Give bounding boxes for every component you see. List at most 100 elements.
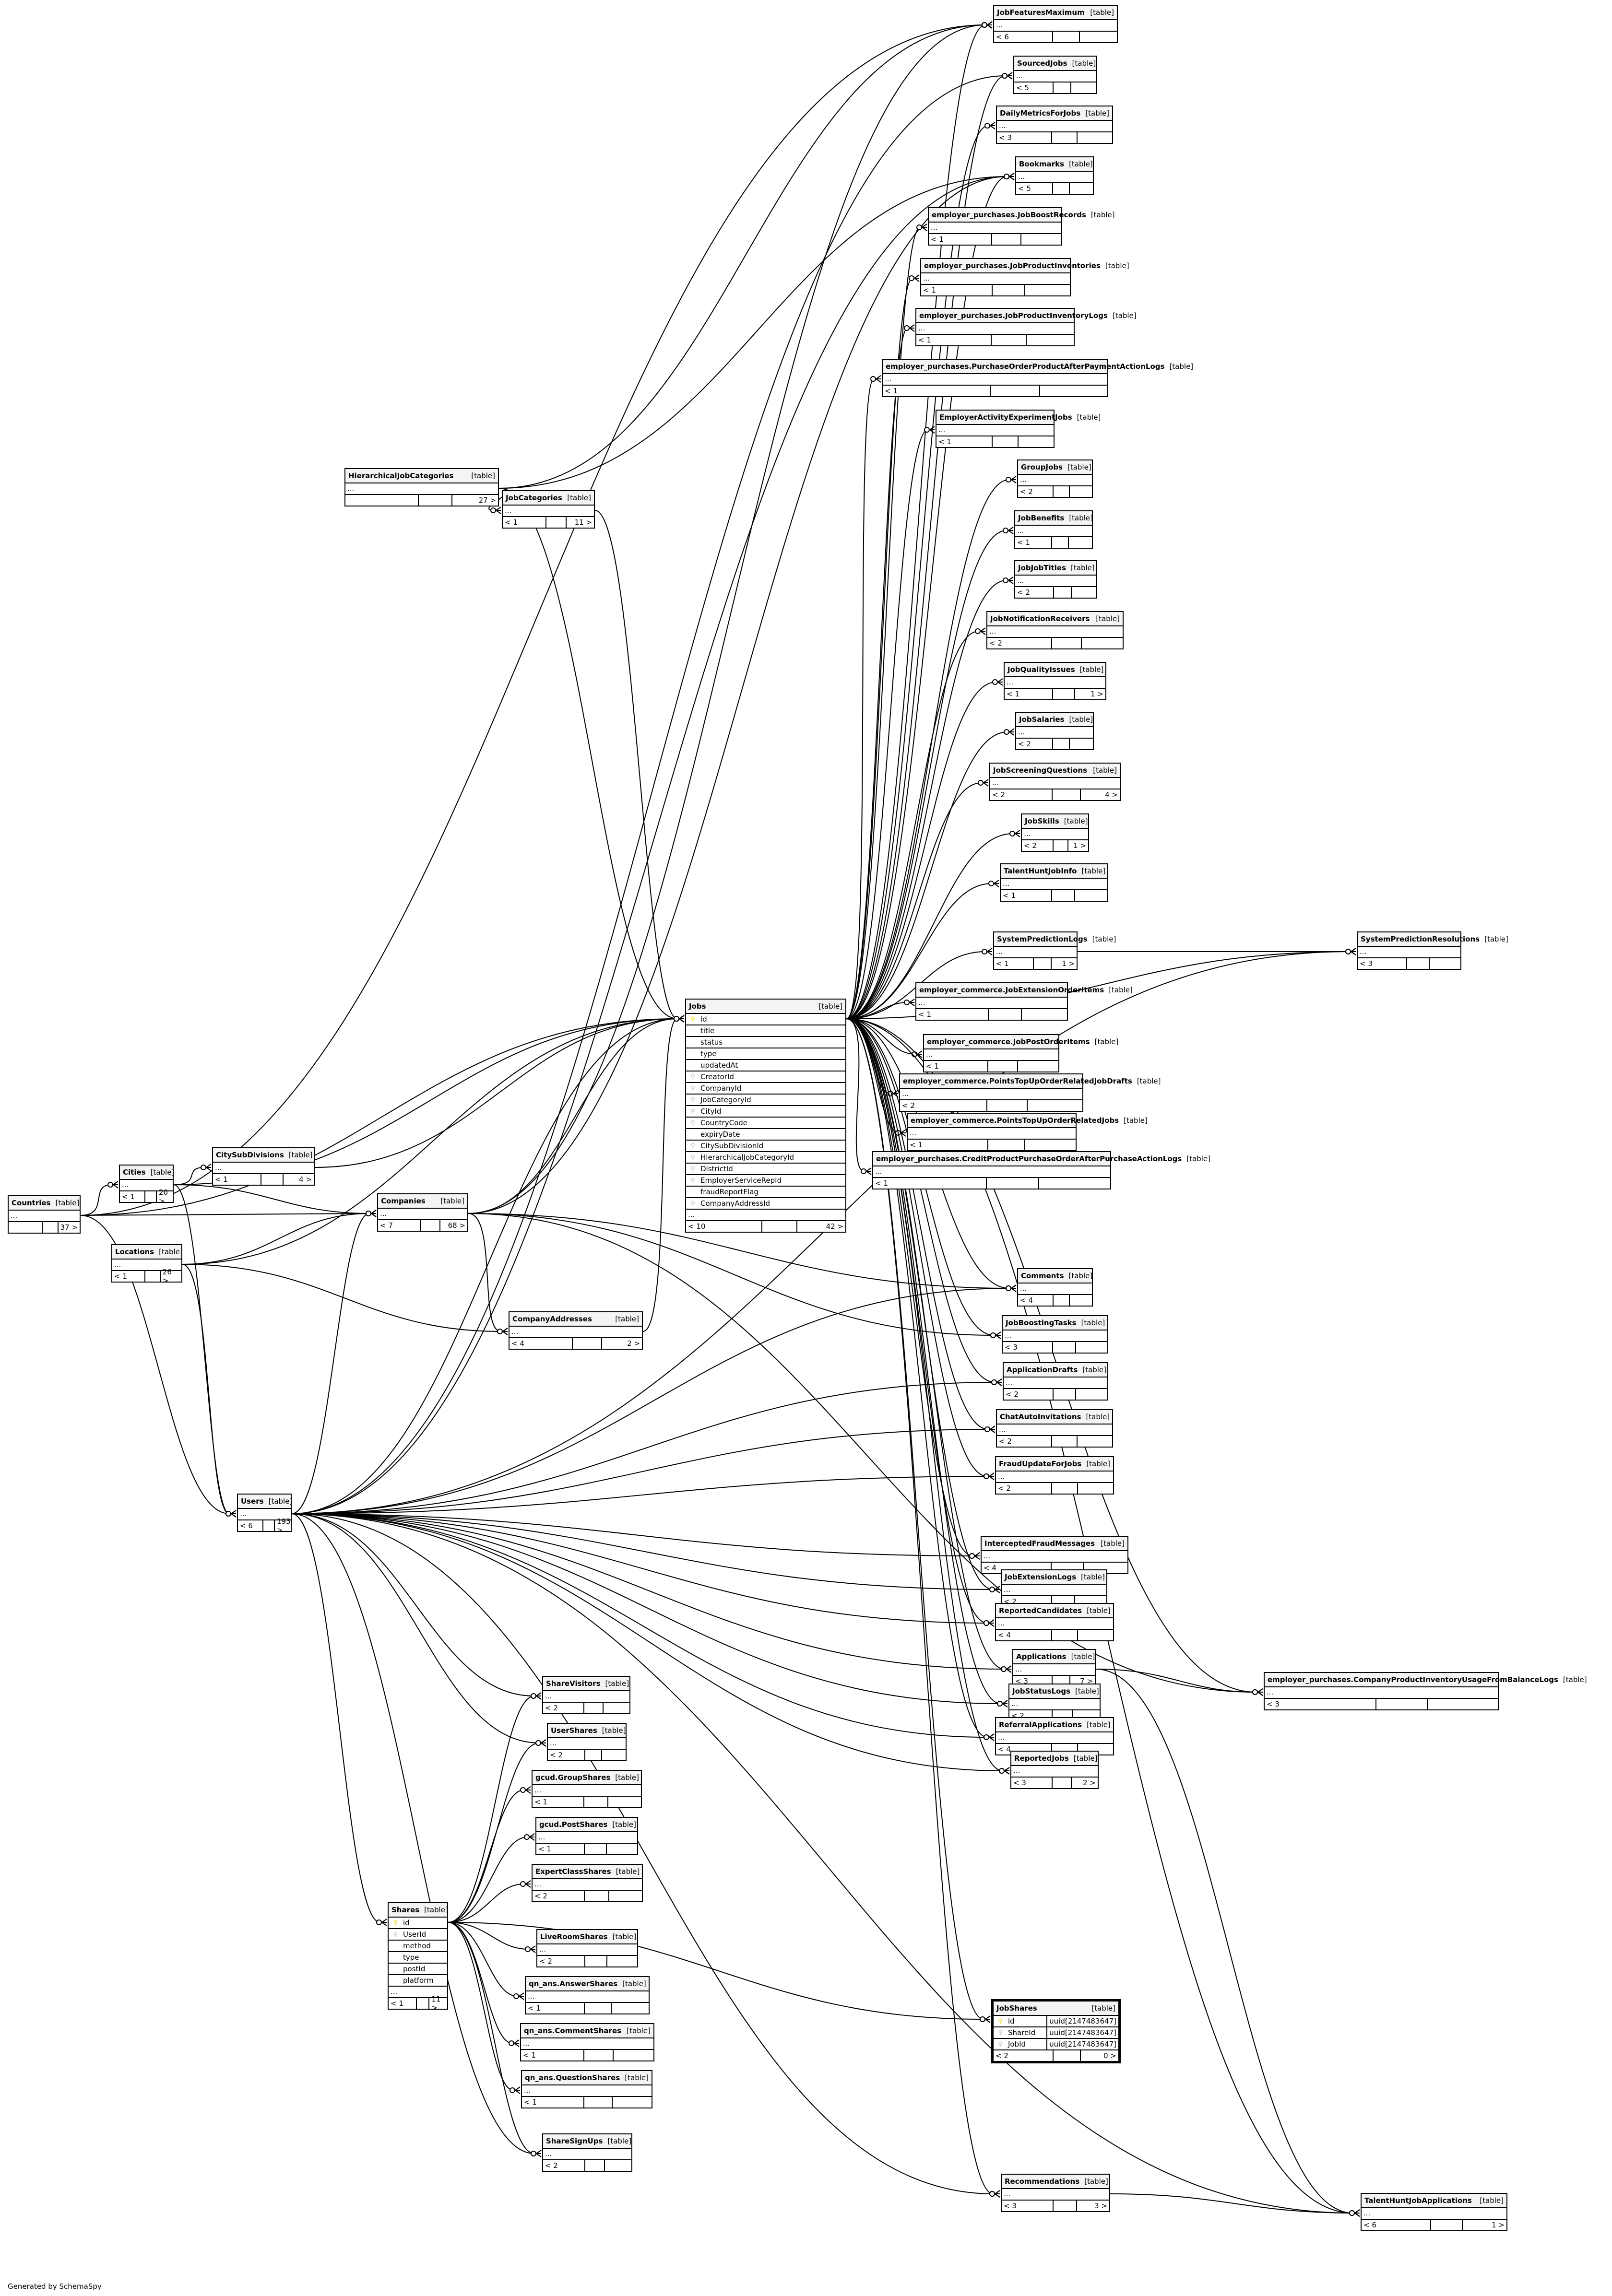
child-count-link[interactable]: 1 > bbox=[1090, 690, 1103, 698]
table-comments[interactable]: Comments[table]...< 4 bbox=[1017, 1268, 1093, 1307]
parent-count-link[interactable]: < 4 bbox=[996, 1744, 1053, 1754]
child-count-link[interactable] bbox=[1025, 1140, 1076, 1150]
parent-count-link[interactable]: < 5 bbox=[1016, 183, 1053, 194]
parent-count-link[interactable]: < 1 bbox=[921, 285, 993, 295]
parent-count-link[interactable]: < 3 bbox=[1011, 1778, 1053, 1788]
parent-count-link[interactable]: < 1 bbox=[522, 2097, 584, 2108]
child-count-link[interactable] bbox=[607, 1844, 637, 1854]
child-count-link[interactable] bbox=[1078, 1630, 1113, 1640]
table-chat-auto-invitations[interactable]: ChatAutoInvitations[table]...< 2 bbox=[996, 1409, 1113, 1448]
child-count-link[interactable]: 1 > bbox=[1062, 959, 1075, 968]
child-count-link[interactable] bbox=[1076, 1389, 1107, 1400]
parent-count-link[interactable]: < 3 bbox=[1013, 1676, 1053, 1686]
child-count-link[interactable] bbox=[604, 1703, 629, 1713]
child-count-link[interactable] bbox=[1069, 537, 1092, 548]
parent-count-link[interactable]: < 1 bbox=[213, 1174, 261, 1185]
parent-count-link[interactable]: < 1 bbox=[1005, 689, 1053, 699]
parent-count-link[interactable]: < 2 bbox=[990, 789, 1053, 800]
child-count-link[interactable] bbox=[609, 1891, 642, 1901]
parent-count-link[interactable]: < 1 bbox=[1015, 537, 1052, 548]
column-row[interactable]: ⚲UserId bbox=[389, 1929, 447, 1941]
table-intercepted-fraud-messages[interactable]: InterceptedFraudMessages[table]...< 4 bbox=[981, 1536, 1128, 1574]
table-reported-candidates[interactable]: ReportedCandidates[table]...< 4 bbox=[995, 1603, 1114, 1641]
child-count-link[interactable] bbox=[1025, 285, 1070, 295]
parent-count-link[interactable]: < 3 bbox=[997, 132, 1053, 143]
parent-count-link[interactable]: < 1 bbox=[526, 2003, 585, 2013]
column-row[interactable]: postId bbox=[389, 1964, 447, 1975]
table-job-status-logs[interactable]: JobStatusLogs[table]...< 2 bbox=[1008, 1684, 1101, 1722]
child-count-link[interactable] bbox=[1070, 1295, 1092, 1306]
table-comment-shares[interactable]: qn_ans.CommentShares[table]...< 1 bbox=[520, 2023, 654, 2061]
table-hierarchical-job-categories[interactable]: HierarchicalJobCategories[table]...27 > bbox=[344, 468, 499, 506]
child-count-link[interactable] bbox=[1018, 1061, 1058, 1071]
child-count-link[interactable]: 20 > bbox=[158, 1188, 168, 1205]
parent-count-link[interactable]: < 1 bbox=[908, 1140, 988, 1150]
parent-count-link[interactable]: < 2 bbox=[996, 1483, 1053, 1494]
column-row[interactable]: type bbox=[686, 1048, 845, 1060]
parent-count-link[interactable]: < 2 bbox=[537, 1956, 585, 1966]
parent-count-link[interactable]: < 1 bbox=[1001, 890, 1052, 901]
child-count-link[interactable] bbox=[1021, 234, 1061, 245]
table-referral-applications[interactable]: ReferralApplications[table]...< 4 bbox=[995, 1717, 1114, 1755]
child-count-link[interactable]: 42 > bbox=[826, 1222, 843, 1231]
table-job-extension-logs[interactable]: JobExtensionLogs[table]...< 2 bbox=[1001, 1569, 1107, 1608]
child-count-link[interactable] bbox=[1430, 958, 1460, 969]
parent-count-link[interactable] bbox=[345, 495, 419, 506]
table-daily-metrics-for-jobs[interactable]: DailyMetricsForJobs[table]...< 3 bbox=[996, 106, 1113, 144]
table-job-benefits[interactable]: JobBenefits[table]...< 1 bbox=[1014, 510, 1093, 549]
column-row[interactable]: ⚲id bbox=[389, 1918, 447, 1929]
parent-count-link[interactable]: < 4 bbox=[996, 1630, 1053, 1640]
table-application-drafts[interactable]: ApplicationDrafts[table]...< 2 bbox=[1003, 1362, 1108, 1401]
parent-count-link[interactable]: < 7 bbox=[378, 1220, 421, 1231]
column-row[interactable]: ⚲CityId bbox=[686, 1106, 845, 1118]
parent-count-link[interactable]: < 1 bbox=[873, 1178, 987, 1189]
child-count-link[interactable]: 1 > bbox=[1073, 841, 1086, 850]
parent-count-link[interactable]: < 1 bbox=[916, 1009, 989, 1020]
child-count-link[interactable] bbox=[1027, 335, 1074, 345]
table-question-shares[interactable]: qn_ans.QuestionShares[table]...< 1 bbox=[521, 2070, 652, 2108]
column-row[interactable]: ⚲HierarchicalJobCategoryId bbox=[686, 1152, 845, 1164]
column-row[interactable]: ⚲CompanyId bbox=[686, 1083, 845, 1095]
child-count-link[interactable] bbox=[607, 1956, 637, 1966]
column-row[interactable]: ⚲JobCategoryId bbox=[686, 1095, 845, 1106]
column-row[interactable]: ⚲DistrictId bbox=[686, 1164, 845, 1175]
column-row[interactable]: type bbox=[389, 1952, 447, 1964]
child-count-link[interactable] bbox=[1019, 436, 1054, 447]
table-job-job-titles[interactable]: JobJobTitles[table]...< 2 bbox=[1014, 560, 1097, 599]
parent-count-link[interactable]: < 2 bbox=[543, 2160, 586, 2171]
parent-count-link[interactable]: < 1 bbox=[929, 234, 993, 245]
parent-count-link[interactable]: < 1 bbox=[994, 958, 1034, 969]
table-company-product-inventory-usage-from-balance-logs[interactable]: employer_purchases.CompanyProductInvento… bbox=[1264, 1672, 1587, 1710]
child-count-link[interactable]: 37 > bbox=[60, 1223, 78, 1232]
child-count-link[interactable]: 4 > bbox=[1105, 790, 1118, 799]
table-group-jobs[interactable]: GroupJobs[table]...< 2 bbox=[1017, 459, 1093, 498]
parent-count-link[interactable]: < 1 bbox=[533, 1797, 585, 1807]
table-points-top-up-order-related-jobs[interactable]: employer_commerce.PointsTopUpOrderRelate… bbox=[907, 1113, 1148, 1151]
table-share-sign-ups[interactable]: ShareSignUps[table]...< 2 bbox=[542, 2133, 632, 2172]
table-user-shares[interactable]: UserShares[table]...< 2 bbox=[547, 1723, 627, 1761]
child-count-link[interactable]: 68 > bbox=[448, 1221, 465, 1230]
child-count-link[interactable]: 11 > bbox=[574, 518, 592, 527]
parent-count-link[interactable] bbox=[9, 1222, 43, 1233]
parent-count-link[interactable]: < 2 bbox=[533, 1891, 585, 1901]
column-row[interactable]: expiryDate bbox=[686, 1129, 845, 1141]
table-credit-product-purchase-order-after-purchase-action-logs[interactable]: employer_purchases.CreditProductPurchase… bbox=[872, 1151, 1210, 1189]
table-share-visitors[interactable]: ShareVisitors[table]...< 2 bbox=[542, 1676, 630, 1714]
table-system-prediction-resolutions[interactable]: SystemPredictionResolutions[table]...< 3 bbox=[1357, 931, 1508, 970]
column-row[interactable]: platform bbox=[389, 1975, 447, 1987]
child-count-link[interactable]: 4 > bbox=[299, 1175, 312, 1184]
child-count-link[interactable] bbox=[1076, 1342, 1107, 1353]
parent-count-link[interactable]: < 10 bbox=[686, 1221, 763, 1232]
column-row[interactable]: method bbox=[389, 1941, 447, 1952]
table-post-shares[interactable]: gcud.PostShares[table]...< 1 bbox=[535, 1817, 638, 1855]
column-row[interactable]: ⚲CitySubDivisionId bbox=[686, 1141, 845, 1152]
